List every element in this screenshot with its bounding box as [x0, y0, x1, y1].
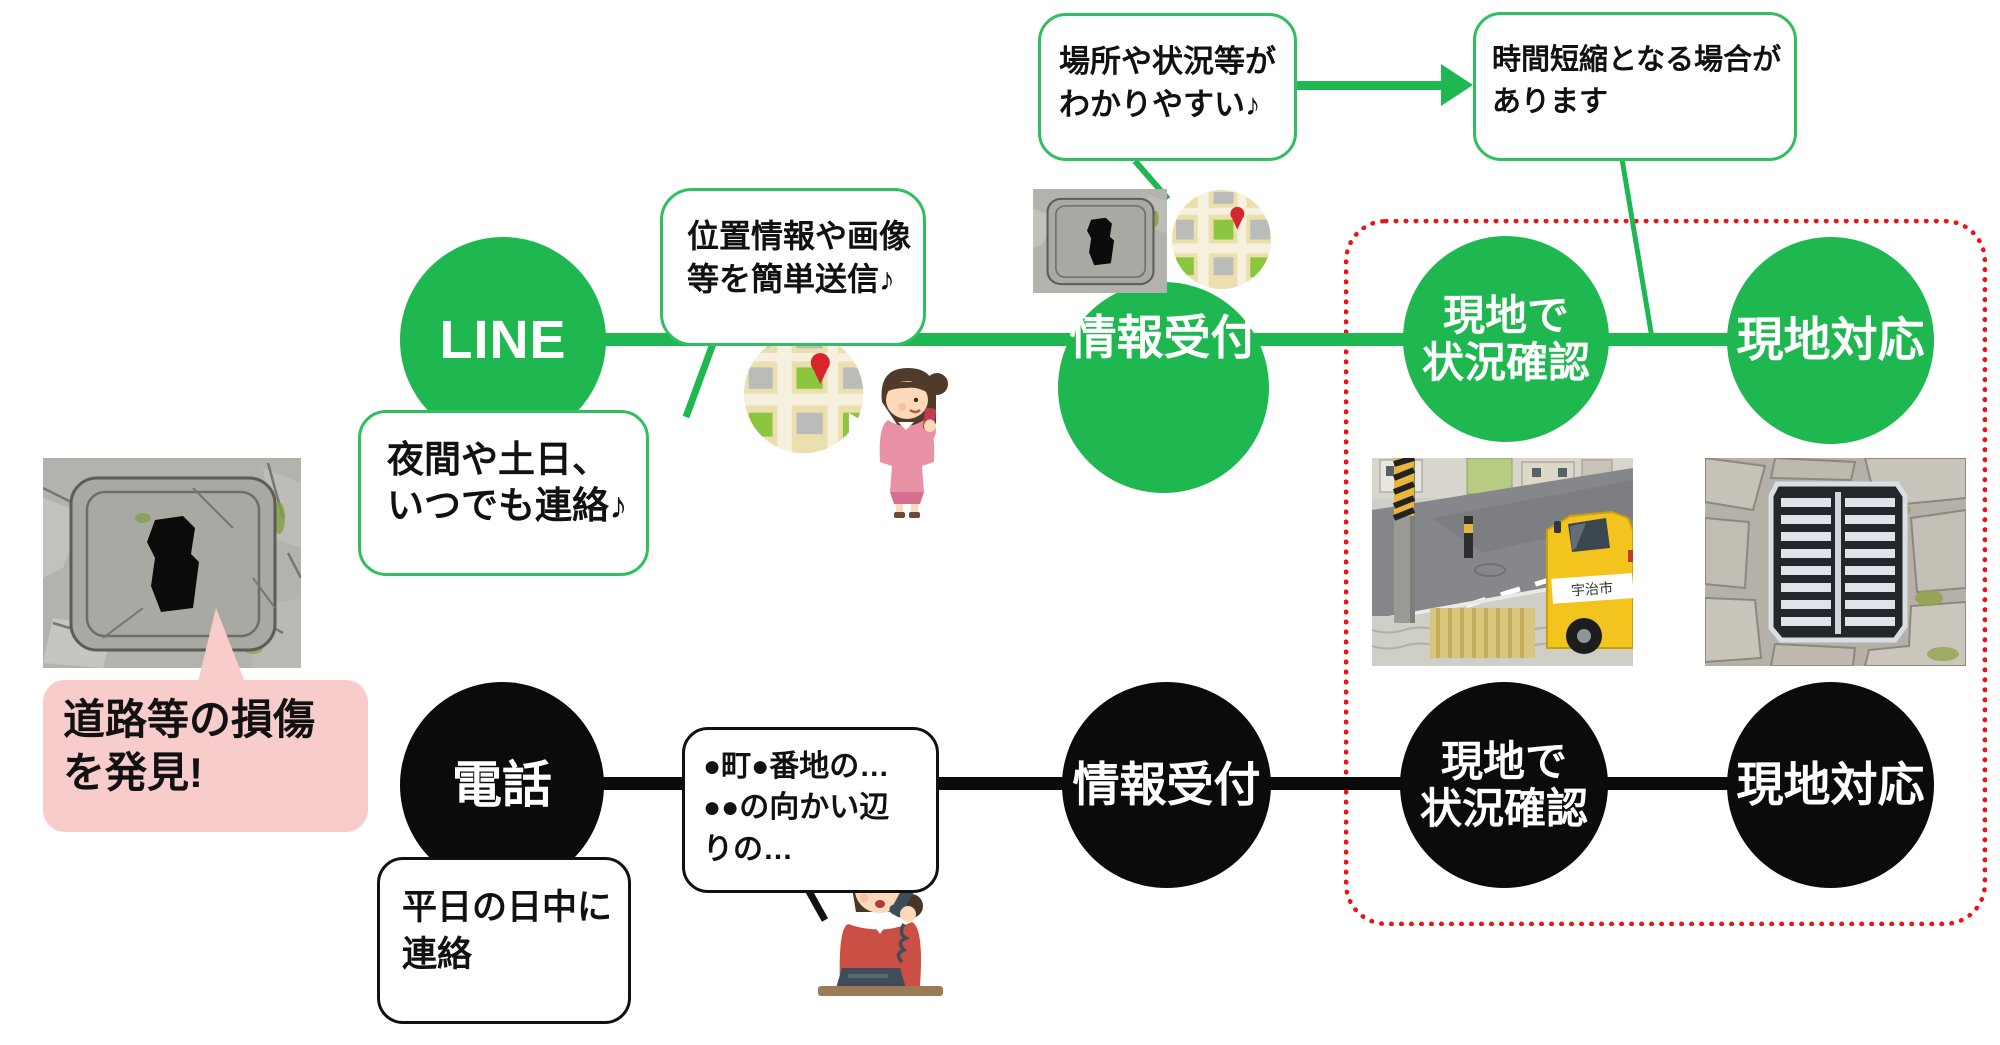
reporter-illustration	[858, 362, 958, 518]
weekday-note-line1: 平日の日中に	[402, 888, 613, 927]
send-info-line1: 位置情報や画像	[687, 218, 912, 254]
line-onsite-action-circle: 現地対応	[1727, 237, 1934, 444]
merit-line1: 場所や状況等が	[1059, 44, 1276, 79]
merit-to-result-arrow	[1297, 81, 1447, 90]
phone-reception-circle: 情報受付	[1062, 682, 1271, 888]
arrow-right-icon	[1441, 64, 1473, 106]
highlight-dotted-box	[1344, 219, 1987, 926]
call-line2: ●●の向かい辺	[703, 791, 890, 825]
send-info-line2: 等を簡単送信♪	[687, 261, 896, 298]
discovery-bubble: 道路等の損傷 を発見!	[43, 608, 368, 832]
call-line1: ●町●番地の…	[703, 750, 890, 783]
phone-channel-circle: 電話	[400, 682, 604, 888]
map-illustration-large	[744, 334, 868, 458]
line-channel-label: LINE	[439, 309, 567, 370]
result-bubble: 時間短縮となる場合が あります	[1473, 12, 1797, 161]
phone-onsite-check-line1: 現地で	[1440, 737, 1567, 785]
map-illustration-small	[1172, 190, 1275, 293]
call-description-bubble: ●町●番地の… ●●の向かい辺 りの…	[682, 727, 939, 893]
send-info-bubble: 位置情報や画像 等を簡単送信♪	[660, 188, 926, 346]
phone-onsite-action-circle: 現地対応	[1727, 682, 1934, 888]
weekday-note-bubble: 平日の日中に 連絡	[377, 857, 631, 1024]
street-inspection-photo: 宇治市	[1372, 458, 1633, 666]
night-note-bubble: 夜間や土日、 いつでも連絡♪	[358, 410, 649, 576]
line-channel-circle: LINE	[400, 237, 606, 443]
night-note-line1: 夜間や土日、	[387, 439, 609, 480]
damaged-road-photo-small	[1033, 189, 1167, 293]
discovery-text-line1: 道路等の損傷	[63, 696, 316, 743]
phone-onsite-check-line2: 状況確認	[1419, 785, 1588, 832]
drain-grate-photo	[1705, 458, 1966, 666]
phone-onsite-action-label: 現地対応	[1736, 757, 1925, 811]
weekday-note-line2: 連絡	[402, 935, 473, 975]
phone-channel-label: 電話	[452, 757, 552, 813]
discovery-bubble-tail	[198, 608, 245, 682]
phone-onsite-check-circle: 現地で 状況確認	[1400, 682, 1608, 888]
line-onsite-check-line2: 状況確認	[1421, 339, 1590, 386]
merit-bubble: 場所や状況等が わかりやすい♪	[1038, 13, 1297, 161]
result-line2: あります	[1492, 86, 1609, 119]
night-note-line2: いつでも連絡♪	[387, 485, 628, 527]
merit-line2: わかりやすい♪	[1059, 87, 1261, 123]
line-reception-label: 情報受付	[1069, 311, 1258, 364]
damaged-road-photo	[43, 458, 301, 668]
result-line1: 時間短縮となる場合が	[1492, 44, 1782, 76]
line-reception-circle: 情報受付	[1058, 282, 1269, 493]
call-line3: りの…	[703, 832, 793, 866]
line-onsite-check-line1: 現地で	[1442, 291, 1569, 339]
discovery-text-line2: を発見!	[63, 748, 203, 796]
line-onsite-check-circle: 現地で 状況確認	[1403, 236, 1609, 442]
line-onsite-action-label: 現地対応	[1736, 313, 1925, 367]
phone-reception-label: 情報受付	[1072, 757, 1261, 811]
truck-side-label: 宇治市	[1571, 580, 1614, 599]
